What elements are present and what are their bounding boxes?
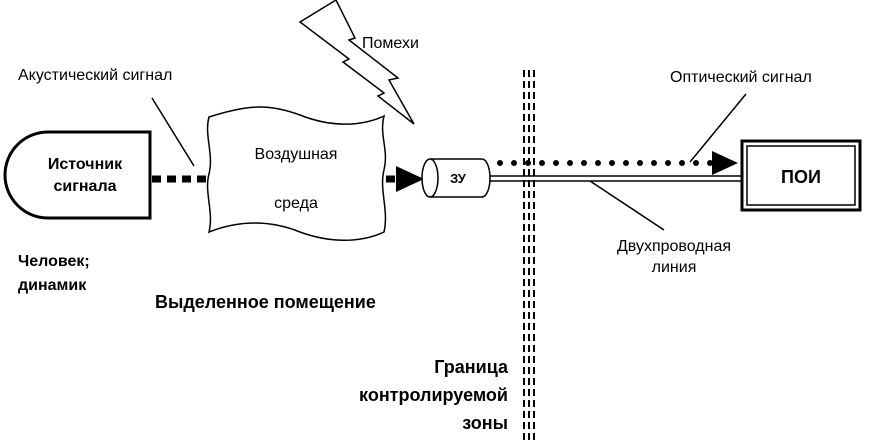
receiver-box-inner (746, 145, 856, 206)
air-medium-label-line2: среда (274, 195, 318, 212)
two-wire-line-label-line2: линия (652, 259, 697, 276)
acoustic-signal-leader (151, 97, 195, 167)
dedicated-room-label: Выделенное помещение (155, 292, 376, 312)
source-examples-line1: Человек; (18, 253, 90, 270)
signal-source-shape (3, 130, 152, 220)
lightning-bolt-icon (298, 0, 415, 125)
two-wire-line-leader (589, 180, 665, 231)
boundary-label-line2: контролируемой (359, 385, 508, 405)
listening-device (421, 158, 491, 198)
interference-label: Помехи (362, 35, 419, 52)
air-medium-label-line1: Воздушная (255, 146, 338, 163)
acoustic-signal-label: Акустический сигнал (18, 67, 172, 84)
source-examples-line2: динамик (18, 277, 87, 294)
receiver-box-outer (740, 139, 862, 212)
signal-source-label-line1: Источник (48, 156, 123, 173)
boundary-label-line1: Граница (434, 357, 509, 377)
air-medium-shape (206, 106, 387, 241)
optical-signal-label: Оптический сигнал (670, 69, 812, 86)
signal-source-label-line2: сигнала (53, 178, 116, 195)
two-wire-line-label-line1: Двухпроводная (617, 238, 731, 255)
receiver-label: ПОИ (781, 167, 821, 187)
controlled-zone-boundary (523, 70, 535, 444)
optical-signal-leader (689, 93, 747, 163)
acoustic-arrow-head (396, 166, 424, 192)
boundary-label-line3: зоны (462, 413, 508, 433)
optical-arrow-head (712, 151, 738, 175)
listening-device-label: ЗУ (450, 171, 467, 186)
